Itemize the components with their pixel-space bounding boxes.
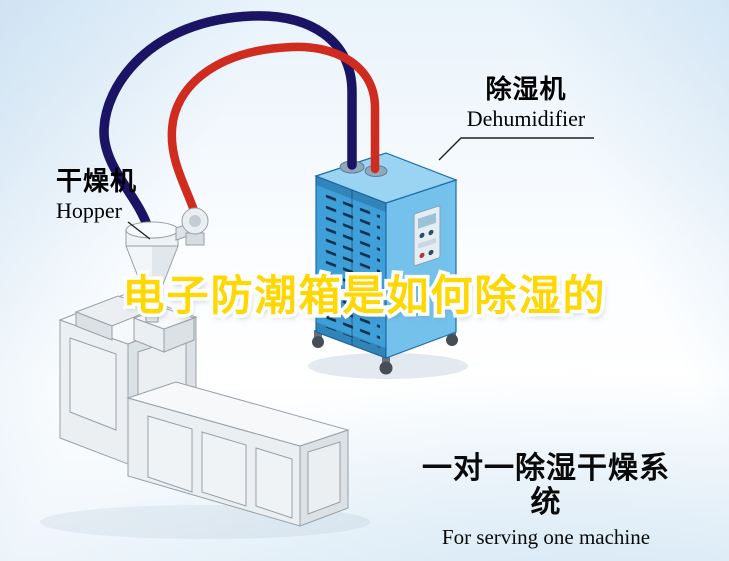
panel-button — [419, 252, 425, 259]
caption: 一对一除湿干燥系统 For serving one machine — [410, 452, 682, 549]
caption-cn: 一对一除湿干燥系统 — [422, 452, 670, 519]
headline: 电子防潮箱是如何除湿的 电子防潮箱是如何除湿的 — [0, 262, 729, 323]
headline-text: 电子防潮箱是如何除湿的 — [122, 272, 607, 319]
hopper-leader-line — [127, 221, 151, 240]
headline-outline: 电子防潮箱是如何除湿的 — [119, 269, 608, 323]
injection-molding-machine-illustration — [58, 292, 350, 527]
panel-button — [419, 232, 425, 239]
blue-return-hose — [99, 11, 357, 233]
panel-display — [418, 212, 436, 229]
dehumidifier-label-cn: 除湿机 — [485, 74, 567, 104]
dryer-label: 干燥机 Hopper — [56, 166, 137, 224]
panel-slot — [418, 237, 436, 249]
panel-button — [428, 229, 434, 236]
red-supply-hose — [167, 42, 380, 221]
hopper-lid — [125, 221, 179, 239]
machine-body — [126, 381, 350, 527]
dryer-label-en: Hopper — [56, 198, 122, 223]
door-panel — [69, 337, 117, 431]
control-panel — [413, 205, 441, 266]
hopper-dryer-illustration — [125, 207, 209, 323]
dehumidifier-label: 除湿机 Dehumidifier — [456, 74, 596, 132]
dehumidifier-label-en: Dehumidifier — [466, 106, 586, 131]
dryer-label-cn: 干燥机 — [56, 166, 138, 196]
hopper-cone-shade — [152, 246, 178, 292]
cabinet-top-rim — [316, 176, 386, 212]
blower-hub — [189, 215, 201, 227]
door-panel — [255, 447, 293, 519]
leader-lines — [127, 137, 594, 240]
dehumidifier-leader-line — [438, 137, 594, 161]
door-panel — [147, 415, 193, 493]
door-panel — [201, 431, 247, 507]
dehumidifier-cabinet-illustration — [312, 152, 458, 375]
panel-button — [428, 249, 434, 256]
caption-en: For serving one machine — [441, 525, 651, 549]
louver-vents — [322, 190, 380, 348]
cabinet-base-strip — [316, 322, 386, 358]
door-panel — [307, 441, 341, 515]
blower-base — [185, 232, 205, 246]
